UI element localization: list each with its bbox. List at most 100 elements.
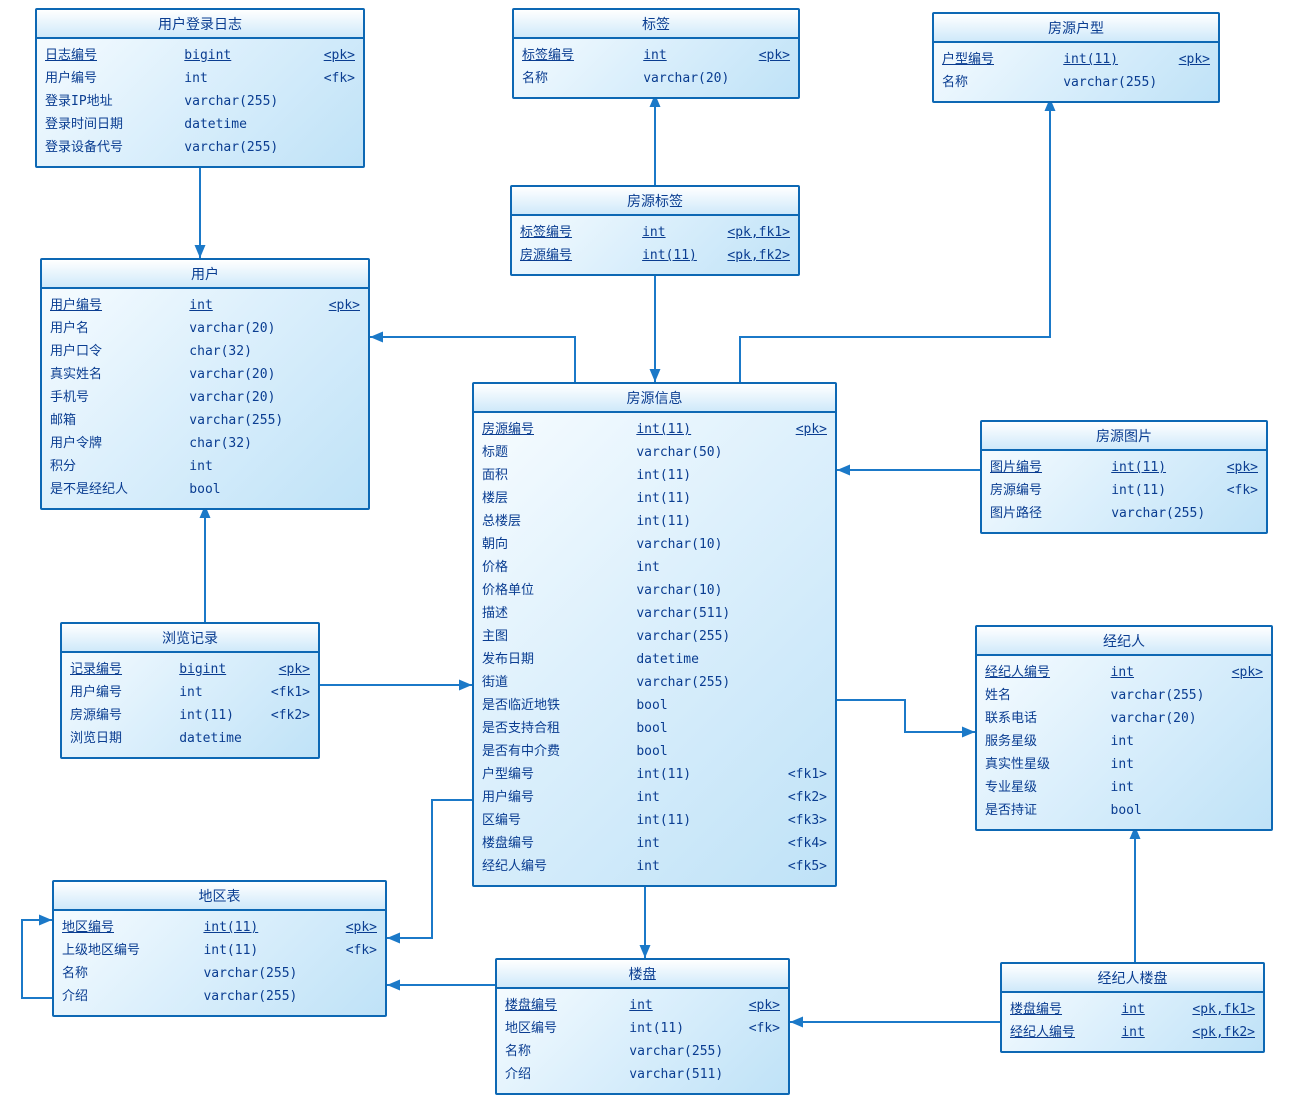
column-key-indicator: <pk,fk2> <box>727 248 790 263</box>
column-key-indicator: <fk2> <box>270 708 310 723</box>
column-key-indicator: <fk2> <box>787 790 827 805</box>
column-name: 总楼层 <box>482 514 522 529</box>
column-datatype: int <box>636 560 660 575</box>
column-datatype: int <box>189 459 213 474</box>
column-datatype: varchar(20) <box>643 71 730 86</box>
relationship-arrowhead-region-self-reference <box>39 914 52 926</box>
column-datatype: char(32) <box>189 436 252 451</box>
relationship-arrowhead-login-log-to-user <box>194 245 206 258</box>
relationship-house-info-to-region <box>387 799 472 939</box>
column-datatype: bool <box>636 698 668 713</box>
column-name: 是否持证 <box>985 803 1038 818</box>
entity-title-user: 用户 <box>42 260 368 289</box>
column-name: 户型编号 <box>482 767 535 782</box>
entity-title-agent-estate: 经纪人楼盘 <box>1002 964 1263 993</box>
column-row: 手机号 varchar(20) <box>50 386 360 409</box>
column-datatype: varchar(10) <box>636 537 723 552</box>
relationship-arrowhead-estate-to-region <box>387 979 400 991</box>
column-datatype: int <box>636 836 660 851</box>
column-name: 真实姓名 <box>50 367 103 382</box>
column-datatype: int(11) <box>203 943 259 958</box>
column-key-indicator: <pk> <box>795 422 827 437</box>
column-datatype: int <box>636 859 660 874</box>
column-datatype: int(11) <box>1111 460 1167 475</box>
column-name: 楼盘编号 <box>482 836 535 851</box>
column-name: 用户令牌 <box>50 436 103 451</box>
column-name: 用户编号 <box>482 790 535 805</box>
column-row: 积分 int <box>50 455 360 478</box>
column-key-indicator: <fk> <box>345 943 377 958</box>
column-key-indicator: <pk> <box>345 920 377 935</box>
column-datatype: varchar(511) <box>636 606 731 621</box>
entity-title-agent: 经纪人 <box>977 627 1271 656</box>
column-datatype: int <box>1121 1025 1145 1040</box>
column-name: 图片编号 <box>990 460 1043 475</box>
column-row: 价格 int <box>482 556 827 579</box>
column-datatype: int <box>643 48 667 63</box>
column-key-indicator: <pk,fk1> <box>727 225 790 240</box>
column-name: 手机号 <box>50 390 90 405</box>
column-name: 是不是经纪人 <box>50 482 129 497</box>
column-datatype: int <box>629 998 653 1013</box>
column-name: 姓名 <box>985 688 1012 703</box>
column-name: 地区编号 <box>505 1021 558 1036</box>
column-datatype: varchar(255) <box>629 1044 724 1059</box>
column-key-indicator: <fk3> <box>787 813 827 828</box>
column-datatype: int(11) <box>1111 483 1167 498</box>
column-name: 主图 <box>482 629 509 644</box>
column-name: 积分 <box>50 459 77 474</box>
column-name: 联系电话 <box>985 711 1038 726</box>
column-datatype: varchar(255) <box>1111 506 1206 521</box>
column-name: 用户编号 <box>45 71 98 86</box>
column-datatype: int(11) <box>629 1021 685 1036</box>
relationship-house-info-to-house-type <box>739 98 1051 382</box>
column-name: 服务星级 <box>985 734 1038 749</box>
column-name: 标签编号 <box>520 225 573 240</box>
column-name: 价格 <box>482 560 509 575</box>
column-datatype: datetime <box>184 117 247 132</box>
column-datatype: int(11) <box>636 813 692 828</box>
relationship-arrowhead-house-info-to-region <box>387 932 400 944</box>
relationship-arrowhead-house-tag-to-tag <box>649 94 661 107</box>
entity-title-tag: 标签 <box>514 10 798 39</box>
column-name: 发布日期 <box>482 652 535 667</box>
column-datatype: int <box>1110 757 1135 772</box>
column-datatype: varchar(20) <box>189 390 276 405</box>
column-key-indicator: <fk1> <box>787 767 827 782</box>
column-name: 登录时间日期 <box>45 117 124 132</box>
entity-title-browse-record: 浏览记录 <box>62 624 318 653</box>
column-datatype: int <box>1121 1002 1145 1017</box>
